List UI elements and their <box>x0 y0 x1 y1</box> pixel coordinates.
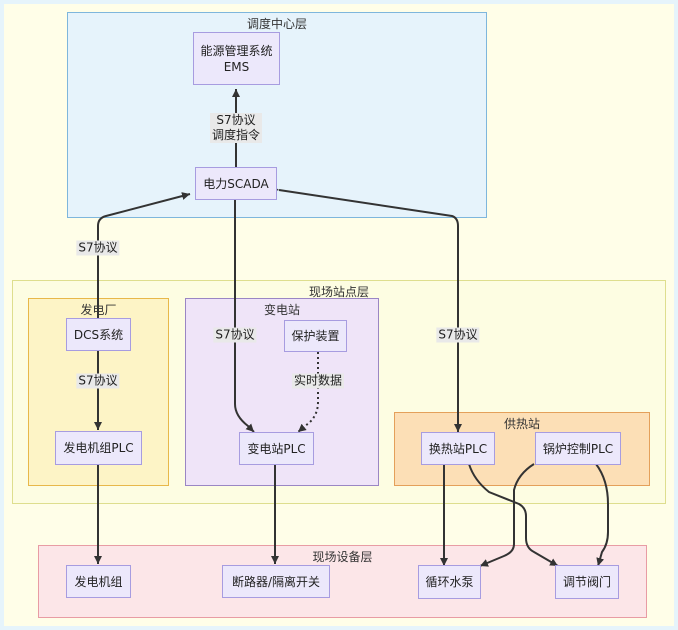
label-protection-subplc: 实时数据 <box>291 373 345 389</box>
dcs-node[interactable]: DCS系统 <box>66 318 131 351</box>
connector-arrows <box>94 89 609 567</box>
edge-scada-subplc <box>231 192 255 433</box>
edge-heatplc-valve <box>468 463 559 567</box>
sub-plc-node[interactable]: 变电站PLC <box>239 432 314 465</box>
boiler-plc-node[interactable]: 锅炉控制PLC <box>535 432 621 465</box>
generator-node[interactable]: 发电机组 <box>66 565 131 598</box>
heat-plc-node[interactable]: 换热站PLC <box>421 432 495 465</box>
field-device-layer: 现场设备层 <box>38 545 647 618</box>
pump-node[interactable]: 循环水泵 <box>418 565 481 599</box>
label-dcs-genplc: S7协议 <box>76 373 120 389</box>
label-scada-subplc: S7协议 <box>213 327 257 343</box>
protection-node[interactable]: 保护装置 <box>284 320 347 352</box>
edge-boilerplc-pump <box>479 463 535 567</box>
edge-scada-dcs <box>94 192 191 326</box>
ems-node[interactable]: 能源管理系统 EMS <box>193 32 280 85</box>
field-layer-title: 现场设备层 <box>312 550 373 564</box>
ems-node-title: 能源管理系统 <box>200 43 273 58</box>
ems-node-subtitle: EMS <box>223 59 250 74</box>
label-ems-scada-command: 调度指令 <box>211 128 261 142</box>
label-ems-scada-protocol: S7协议 <box>216 113 256 127</box>
edge-scada-heatplc <box>270 184 462 432</box>
dispatch-layer-title: 调度中心层 <box>246 17 307 31</box>
breaker-node[interactable]: 断路器/隔离开关 <box>222 565 330 598</box>
edge-boilerplc-valve <box>595 463 609 567</box>
label-scada-heatplc: S7协议 <box>436 327 480 343</box>
label-scada-dcs: S7协议 <box>76 240 120 256</box>
gen-plc-node[interactable]: 发电机组PLC <box>55 431 142 465</box>
label-ems-scada: S7协议 调度指令 <box>209 113 263 143</box>
diagram-canvas: 调度中心层 现场站点层 发电厂 变电站 供热站 现场设备层 <box>4 4 674 626</box>
heating-station-title: 供热站 <box>503 417 540 431</box>
scada-node[interactable]: 电力SCADA <box>195 167 277 200</box>
edge-protection-subplc <box>297 352 319 433</box>
valve-node[interactable]: 调节阀门 <box>555 565 619 599</box>
